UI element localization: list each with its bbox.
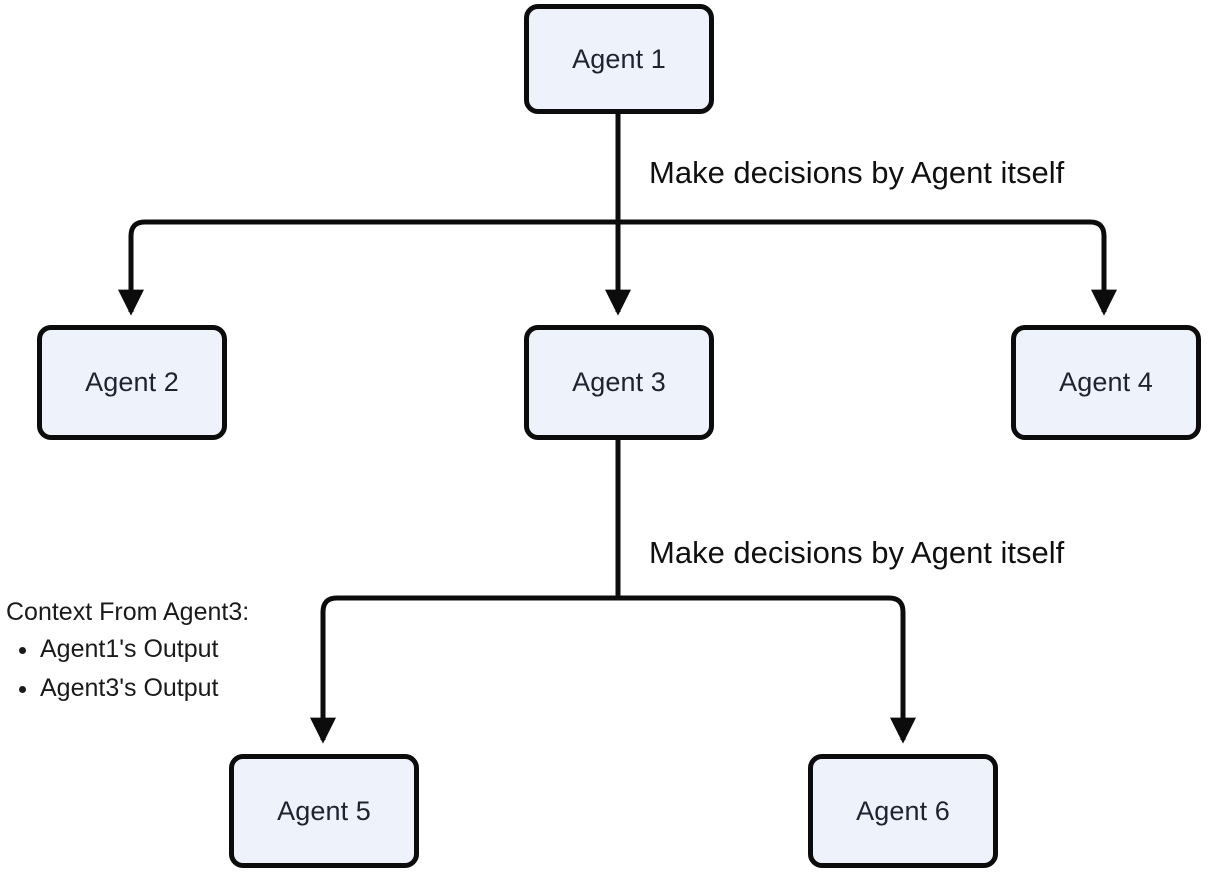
edge-agent1-to-agent4 <box>618 219 1117 316</box>
node-agent4[interactable]: Agent 4 <box>1011 325 1201 440</box>
node-agent5[interactable]: Agent 5 <box>229 754 419 868</box>
node-agent6[interactable]: Agent 6 <box>808 754 998 868</box>
context-note-title: Context From Agent3: <box>6 598 250 626</box>
context-note-list: Agent1's Output Agent3's Output <box>6 630 249 708</box>
node-agent6-label: Agent 6 <box>856 795 950 826</box>
node-agent1[interactable]: Agent 1 <box>524 4 714 114</box>
node-agent4-label: Agent 4 <box>1059 367 1153 397</box>
node-agent1-label: Agent 1 <box>572 43 666 74</box>
context-note: Context From Agent3: Agent1's Output Age… <box>6 597 249 708</box>
node-agent2[interactable]: Agent 2 <box>37 325 227 440</box>
context-note-item: Agent1's Output <box>40 630 249 669</box>
node-agent3-label: Agent 3 <box>572 367 666 397</box>
node-agent2-label: Agent 2 <box>85 367 179 397</box>
edge-agent3-to-agent5 <box>310 595 618 744</box>
node-agent3[interactable]: Agent 3 <box>524 325 714 440</box>
edge-label-level-2: Make decisions by Agent itself <box>646 535 1068 571</box>
context-note-item: Agent3's Output <box>40 669 249 708</box>
node-agent5-label: Agent 5 <box>277 795 371 826</box>
edge-agent1-to-agent2 <box>118 219 618 316</box>
edge-agent3-to-agent6 <box>618 595 916 744</box>
edge-label-level-1: Make decisions by Agent itself <box>646 155 1068 191</box>
